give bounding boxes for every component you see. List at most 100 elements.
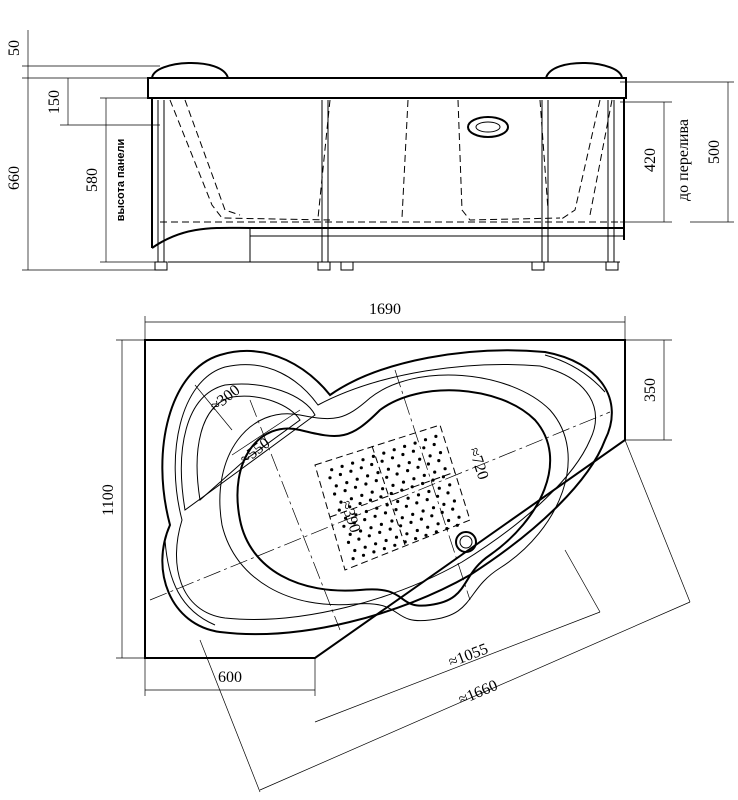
dim-550: ≈550: [237, 435, 273, 469]
air-jet-dot: [392, 448, 396, 452]
air-jet-dot: [400, 516, 404, 520]
dim-350: 350: [642, 378, 659, 402]
air-jet-dot: [369, 526, 373, 530]
air-jet-dot: [340, 464, 344, 468]
air-jet-dot: [345, 481, 349, 485]
air-jet-dot: [437, 459, 441, 463]
air-jet-dot: [334, 484, 338, 488]
air-jet-dot: [394, 535, 399, 539]
air-jet-dot: [455, 523, 459, 527]
air-jet-dot: [397, 464, 401, 468]
air-jet-dot: [348, 532, 352, 537]
dim-300: ≈300: [207, 382, 243, 416]
panel-height-label: высота панели: [115, 139, 127, 222]
air-jet-dot: [376, 471, 380, 475]
air-jet-dot: [399, 524, 403, 528]
air-jet-dot: [418, 457, 422, 461]
air-jet-dot: [343, 489, 347, 493]
air-jet-dot: [406, 469, 410, 473]
air-jet-dot: [370, 490, 374, 494]
air-jet-dot: [393, 543, 397, 547]
air-jet-dot: [411, 512, 415, 517]
dim-1660: ≈1660: [456, 677, 500, 709]
air-jet-dot: [432, 442, 436, 447]
air-jets: [328, 434, 461, 561]
air-jet-dot: [409, 520, 413, 525]
air-jet-dot: [395, 472, 399, 476]
air-jet-dot: [384, 538, 388, 543]
air-jet-dot: [382, 451, 386, 455]
air-jet-dot: [348, 505, 352, 509]
air-jet-dot: [413, 441, 417, 445]
air-jet-dot: [357, 537, 361, 541]
air-jet-dot: [405, 532, 409, 536]
air-jet-dot: [371, 454, 375, 458]
air-jet-dot: [433, 470, 437, 474]
dim-420: 420: [642, 148, 659, 172]
air-jet-dot: [352, 521, 356, 525]
air-jet-dot: [442, 502, 446, 506]
air-jet-dot: [382, 547, 386, 551]
air-jet-dot: [421, 509, 425, 513]
air-jet-dot: [426, 462, 430, 466]
air-jet-dot: [378, 530, 382, 535]
air-jet-dot: [403, 444, 407, 448]
air-jet-dot: [443, 467, 447, 471]
air-jet-dot: [388, 527, 392, 531]
dim-150: 150: [46, 90, 63, 114]
air-jet-dot: [419, 517, 423, 521]
air-jet-dot: [355, 477, 359, 481]
air-jet-dot: [363, 545, 367, 549]
air-jet-dot: [452, 499, 456, 503]
air-jet-dot: [391, 483, 395, 487]
air-jet-dot: [447, 518, 451, 523]
air-jet-dot: [361, 553, 366, 557]
air-jet-dot: [359, 529, 363, 533]
air-jet-dot: [421, 481, 425, 486]
air-jet-dot: [330, 468, 334, 472]
air-jet-dot: [368, 498, 373, 502]
air-jet-dot: [400, 488, 404, 492]
air-jet-dot: [448, 483, 452, 487]
air-jet-dot: [415, 501, 419, 505]
air-jet-dot: [396, 499, 400, 504]
air-jet-dot: [344, 516, 348, 520]
air-jet-dot: [415, 528, 419, 533]
air-jet-dot: [416, 465, 420, 469]
air-jet-dot: [361, 458, 365, 462]
air-jet-dot: [412, 477, 416, 481]
air-jet-dot: [339, 500, 343, 504]
air-jet-dot: [386, 467, 390, 471]
air-jet-dot: [364, 482, 368, 486]
air-jet-dot: [416, 493, 421, 497]
air-jet-dot: [407, 461, 411, 465]
air-jet-dot: [423, 438, 428, 442]
side-view: 50 150 660 580 высота панели 420 до пере…: [6, 30, 734, 271]
air-jet-dot: [358, 501, 362, 506]
dim-660: 660: [6, 166, 23, 190]
air-jet-dot: [390, 519, 394, 523]
dim-1100: 1100: [100, 484, 117, 515]
air-jet-dot: [424, 533, 428, 537]
air-jet-dot: [422, 473, 426, 477]
air-jet-dot: [426, 525, 430, 529]
air-jet-dot: [445, 527, 449, 531]
air-jet-dot: [401, 480, 406, 484]
air-jet-dot: [372, 550, 376, 554]
air-jet-dot: [354, 513, 358, 517]
dim-1690: 1690: [369, 301, 401, 318]
air-jet-dot: [351, 461, 355, 465]
air-jet-dot: [385, 503, 389, 507]
air-jet-dot: [394, 508, 398, 512]
air-jet-dot: [428, 454, 432, 458]
air-jet-dot: [379, 522, 383, 527]
air-jet-dot: [346, 540, 351, 545]
air-jet-dot: [411, 449, 415, 453]
air-jet-dot: [390, 456, 395, 460]
air-jet-dot: [333, 492, 337, 496]
air-jet-dot: [379, 495, 383, 499]
air-jet-dot: [403, 540, 407, 544]
air-jet-dot: [366, 474, 370, 478]
air-jet-dot: [427, 489, 431, 494]
air-jet-dot: [437, 486, 441, 490]
